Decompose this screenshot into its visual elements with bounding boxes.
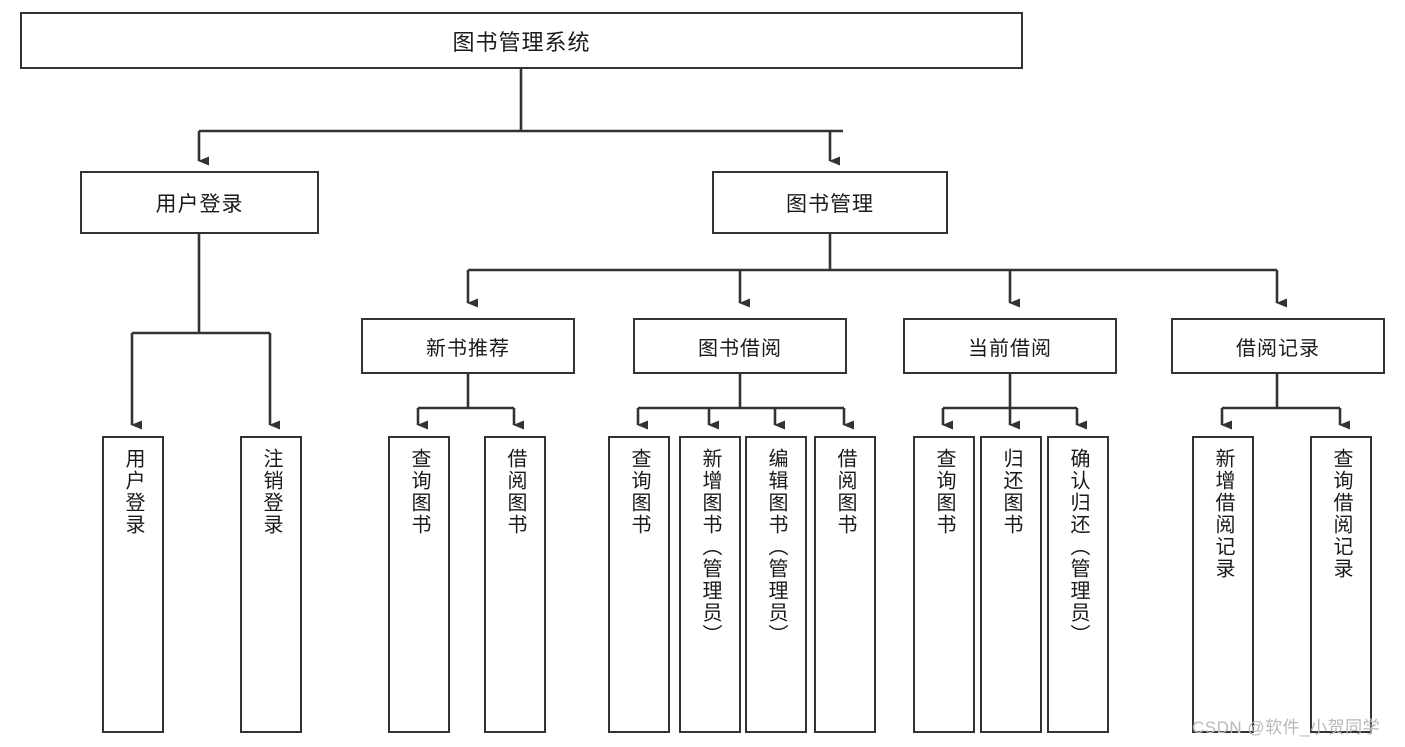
node-book-management-label: 图书管理 — [786, 192, 874, 216]
leaf-borrow-book-1[interactable]: 借阅图书 — [484, 436, 546, 733]
leaf-query-record[interactable]: 查询借阅记录 — [1310, 436, 1372, 733]
leaf-return-book[interactable]: 归还图书 — [980, 436, 1042, 733]
leaf-add-record-label: 新增借阅记录 — [1212, 448, 1234, 580]
node-book-borrow[interactable]: 图书借阅 — [633, 318, 847, 374]
node-borrow-record-label: 借阅记录 — [1236, 337, 1320, 360]
leaf-query-book-3-label: 查询图书 — [933, 448, 955, 536]
leaf-return-book-label: 归还图书 — [1000, 448, 1022, 536]
leaf-edit-book-label: 编辑图书（管理员） — [765, 448, 787, 646]
leaf-confirm-return-label: 确认归还（管理员） — [1067, 448, 1089, 646]
node-new-book-recommend[interactable]: 新书推荐 — [361, 318, 575, 374]
node-new-book-recommend-label: 新书推荐 — [426, 337, 510, 360]
leaf-query-book-1-label: 查询图书 — [408, 448, 430, 536]
node-borrow-record[interactable]: 借阅记录 — [1171, 318, 1385, 374]
leaf-borrow-book-1-label: 借阅图书 — [504, 448, 526, 536]
leaf-query-book-2-label: 查询图书 — [628, 448, 650, 536]
node-root-label: 图书管理系统 — [452, 29, 591, 55]
node-current-borrow[interactable]: 当前借阅 — [903, 318, 1117, 374]
leaf-user-login[interactable]: 用户登录 — [102, 436, 164, 733]
leaf-add-book-label: 新增图书（管理员） — [699, 448, 721, 646]
leaf-query-book-1[interactable]: 查询图书 — [388, 436, 450, 733]
node-current-borrow-label: 当前借阅 — [968, 337, 1052, 360]
node-book-borrow-label: 图书借阅 — [698, 337, 782, 360]
node-user-login[interactable]: 用户登录 — [80, 171, 319, 234]
leaf-confirm-return[interactable]: 确认归还（管理员） — [1047, 436, 1109, 733]
leaf-query-record-label: 查询借阅记录 — [1330, 448, 1352, 580]
leaf-logout-login-label: 注销登录 — [260, 448, 282, 536]
leaf-add-record[interactable]: 新增借阅记录 — [1192, 436, 1254, 733]
leaf-query-book-3[interactable]: 查询图书 — [913, 436, 975, 733]
node-book-management[interactable]: 图书管理 — [712, 171, 948, 234]
leaf-borrow-book-2-label: 借阅图书 — [834, 448, 856, 536]
leaf-logout-login[interactable]: 注销登录 — [240, 436, 302, 733]
leaf-query-book-2[interactable]: 查询图书 — [608, 436, 670, 733]
node-root[interactable]: 图书管理系统 — [20, 12, 1023, 69]
leaf-borrow-book-2[interactable]: 借阅图书 — [814, 436, 876, 733]
leaf-edit-book[interactable]: 编辑图书（管理员） — [745, 436, 807, 733]
node-user-login-label: 用户登录 — [155, 192, 244, 216]
watermark-text: CSDN @软件_小贺同学 — [1192, 718, 1381, 737]
leaf-add-book[interactable]: 新增图书（管理员） — [679, 436, 741, 733]
leaf-user-login-label: 用户登录 — [122, 448, 144, 536]
